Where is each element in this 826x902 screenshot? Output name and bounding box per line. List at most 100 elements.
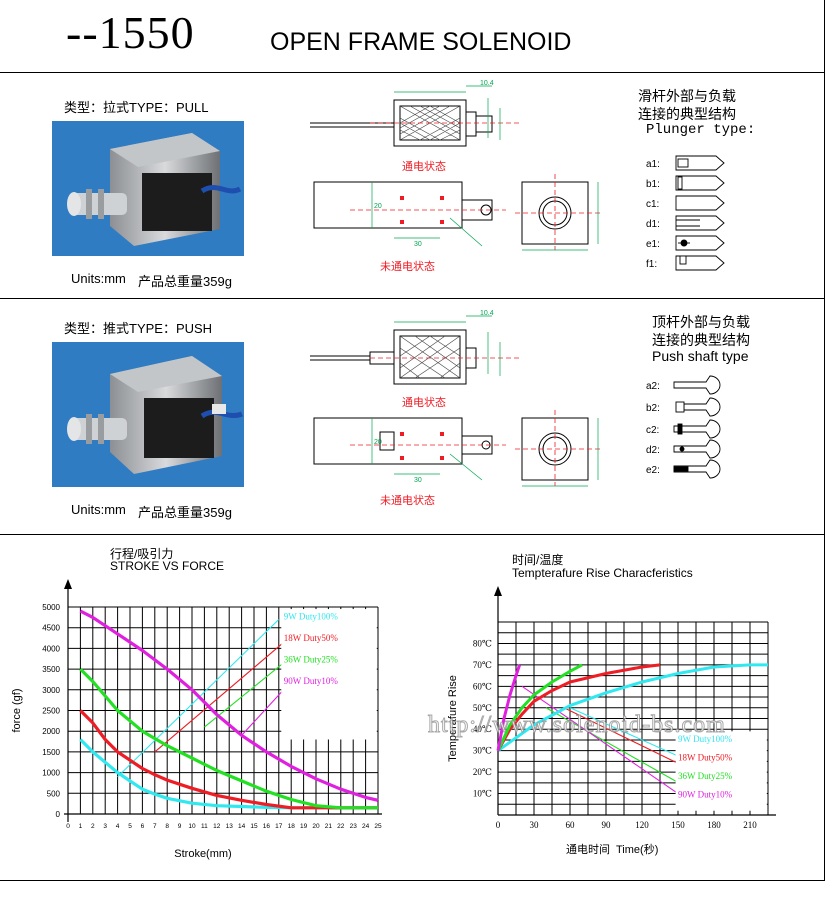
temp-series-line (496, 663, 583, 752)
svg-text:30: 30 (414, 241, 422, 248)
push-units: Units:mm (71, 502, 126, 517)
force-series-line (79, 709, 378, 810)
force-legend-item: 9W Duty100% (284, 611, 339, 621)
force-x-tick: 8 (165, 823, 169, 830)
force-y-tick: 1000 (42, 769, 60, 778)
force-x-tick: 19 (300, 823, 308, 830)
force-x-tick: 11 (201, 823, 208, 830)
plunger-d1-label: d1: (646, 219, 660, 230)
temp-cooling-line (521, 685, 679, 795)
temp-x-label: Time(秒) (616, 842, 658, 856)
shaft-types-figure: a2: b2: c2: d2: e2: (646, 375, 721, 479)
force-x-tick: 7 (153, 823, 157, 830)
svg-text:30: 30 (414, 477, 422, 484)
force-x-tick: 13 (226, 823, 234, 830)
force-chart: 0500100015002000250030003500400045005000… (11, 579, 382, 860)
pull-state-off: 未通电状态 (380, 259, 435, 273)
plunger-types-figure: a1: b1: c1: d1: e1: f1: (646, 155, 725, 271)
force-legend-box (281, 609, 377, 740)
push-type-label: 类型：推式TYPE：PUSH (64, 321, 213, 336)
temp-y-tick: 20℃ (473, 767, 492, 777)
temp-chart-title: Tempterafure Rise Characferistics (512, 566, 693, 580)
force-x-tick: 1 (79, 823, 83, 830)
temp-x-label-cn: 通电时间 (566, 843, 610, 856)
force-y-tick: 3500 (42, 665, 60, 674)
plunger-c1-label: c1: (646, 199, 659, 210)
svg-text:10.4: 10.4 (480, 310, 494, 317)
force-duty-line (154, 635, 292, 753)
force-x-tick: 15 (250, 823, 258, 830)
force-chart-title: STROKE VS FORCE (110, 559, 225, 573)
pull-weight: 产品总重量359g (138, 274, 232, 289)
temp-series-line (497, 663, 768, 752)
shaft-b2-label: b2: (646, 403, 660, 414)
push-solenoid-photo (52, 342, 244, 487)
pull-units: Units:mm (71, 271, 126, 286)
force-x-tick: 18 (288, 823, 296, 830)
temp-y-tick: 30℃ (473, 746, 492, 756)
temp-x-tick: 150 (671, 820, 685, 830)
plunger-title-cn-2: 连接的典型结构 (638, 106, 736, 122)
temp-x-tick: 30 (530, 820, 540, 830)
watermark: http://www.solenoid-bs.com (428, 712, 726, 739)
svg-text:10.4: 10.4 (480, 80, 494, 87)
push-drawing: 10.4 30 20 通电状态 未通电状态 (310, 310, 600, 507)
push-state-off: 未通电状态 (380, 493, 435, 507)
temp-series-line (496, 664, 522, 751)
divider-pull (0, 298, 825, 299)
force-x-tick: 4 (116, 823, 120, 830)
plunger-title-en: Plunger type: (646, 122, 756, 138)
shaft-d2-label: d2: (646, 445, 660, 456)
force-y-tick: 5000 (42, 603, 60, 612)
shaft-a2-label: a2: (646, 381, 660, 392)
force-x-tick: 3 (103, 823, 107, 830)
force-y-arrow (64, 579, 72, 589)
force-x-tick: 17 (275, 823, 283, 830)
pull-drawing: 10.4 30 20 通电状态 未通电状态 (310, 80, 600, 273)
temp-y-tick: 10℃ (473, 789, 492, 799)
force-y-tick: 500 (47, 789, 61, 798)
pull-solenoid-photo (52, 121, 244, 256)
force-series-line (79, 667, 378, 810)
force-x-tick: 14 (238, 823, 246, 830)
temp-y-arrow (494, 586, 502, 596)
force-x-tick: 2 (91, 823, 95, 830)
temp-y-tick: 60℃ (473, 681, 492, 691)
push-state-on: 通电状态 (402, 395, 446, 409)
shaft-title-cn-2: 连接的典型结构 (652, 332, 750, 348)
svg-text:20: 20 (374, 203, 382, 210)
temp-legend-item: 9W Duty100% (678, 734, 733, 744)
force-x-label: Stroke(mm) (174, 848, 231, 860)
force-chart-title-cn: 行程/吸引力 (110, 547, 174, 561)
temp-x-tick: 0 (496, 820, 501, 830)
force-y-tick: 3000 (42, 686, 60, 695)
force-y-tick: 2000 (42, 727, 60, 736)
temp-x-tick: 210 (743, 820, 757, 830)
svg-text:20: 20 (374, 439, 382, 446)
temp-series-line (496, 663, 661, 752)
force-y-tick: 2500 (42, 707, 60, 716)
temp-x-tick: 120 (635, 820, 649, 830)
temp-cooling-line (545, 707, 691, 790)
force-y-tick: 0 (56, 810, 61, 819)
shaft-e2-label: e2: (646, 465, 660, 476)
force-series-line (79, 609, 379, 802)
shaft-title-en: Push shaft type (652, 348, 749, 364)
plunger-f1-label: f1: (646, 259, 657, 270)
model-number: --1550 (66, 7, 195, 58)
pull-type-label: 类型：拉式TYPE：PULL (64, 100, 209, 115)
plunger-e1-label: e1: (646, 239, 660, 250)
force-x-tick: 24 (362, 823, 370, 830)
force-x-tick: 10 (188, 823, 196, 830)
divider-bottom (0, 880, 825, 881)
divider-header (0, 72, 825, 73)
temp-chart-title-cn: 时间/温度 (512, 553, 564, 567)
force-legend-item: 18W Duty50% (284, 633, 339, 643)
temp-cooling-line (563, 707, 697, 773)
force-x-tick: 22 (337, 823, 345, 830)
force-legend-item: 90W Duty10% (284, 676, 339, 686)
temp-y-tick: 50℃ (473, 703, 492, 713)
push-weight: 产品总重量359g (138, 505, 232, 520)
temp-legend-item: 18W Duty50% (678, 753, 733, 763)
temp-legend-item: 36W Duty25% (678, 771, 733, 781)
